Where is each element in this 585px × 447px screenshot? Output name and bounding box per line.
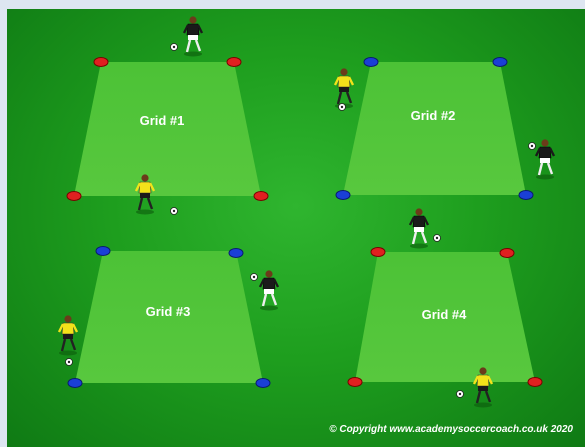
cone-icon [500, 249, 514, 258]
grid-1-label: Grid #1 [140, 113, 185, 128]
ball-icon [171, 44, 178, 51]
grid-4-label: Grid #4 [422, 307, 468, 322]
player-icon [335, 68, 353, 108]
player-icon [184, 16, 202, 56]
drill-diagram: Grid #1 Grid #2 Grid #3 [7, 9, 585, 447]
grid-2: Grid #2 [336, 58, 533, 200]
cone-icon [96, 247, 110, 256]
ball-icon [457, 391, 464, 398]
grid-2-area [343, 62, 526, 195]
cone-icon [94, 58, 108, 67]
cone-icon [371, 248, 385, 257]
cone-icon [348, 378, 362, 387]
ball-icon [251, 274, 258, 281]
cone-icon [493, 58, 507, 67]
grid-3-label: Grid #3 [146, 304, 191, 319]
copyright-text: © Copyright www.academysoccercoach.co.uk… [329, 424, 573, 435]
ball-icon [66, 359, 73, 366]
player-icon [59, 315, 77, 355]
grid-1: Grid #1 [67, 58, 268, 201]
ball-icon [529, 143, 536, 150]
cone-icon [256, 379, 270, 388]
cone-icon [528, 378, 542, 387]
cone-icon [67, 192, 81, 201]
ball-icon [434, 235, 441, 242]
player-icon [260, 270, 278, 310]
cone-icon [336, 191, 350, 200]
cone-icon [68, 379, 82, 388]
ball-icon [339, 104, 346, 111]
player-icon [410, 208, 428, 248]
cone-icon [364, 58, 378, 67]
cone-icon [519, 191, 533, 200]
pitch-svg: Grid #1 Grid #2 Grid #3 [7, 9, 585, 447]
grid-1-area [74, 62, 261, 196]
ball-icon [171, 208, 178, 215]
cone-icon [229, 249, 243, 258]
cone-icon [227, 58, 241, 67]
grid-4: Grid #4 [348, 248, 542, 387]
grid-3: Grid #3 [68, 247, 270, 388]
player-icon [536, 139, 554, 179]
cone-icon [254, 192, 268, 201]
grid-2-label: Grid #2 [411, 108, 456, 123]
